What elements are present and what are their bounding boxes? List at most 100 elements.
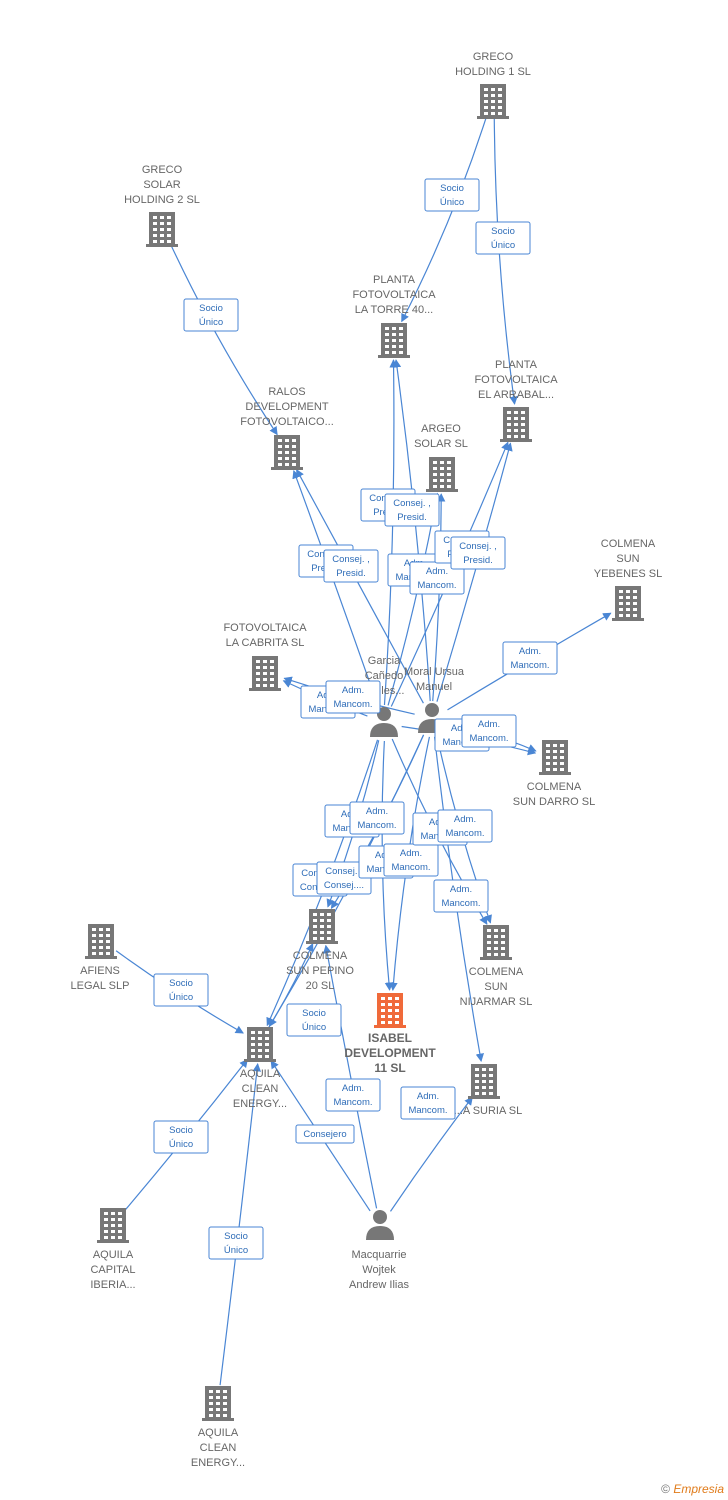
building-window <box>494 935 498 938</box>
node-ralos[interactable]: RALOSDEVELOPMENTFOTOVOLTAICO... <box>240 386 334 470</box>
node-label-line: SUN <box>484 981 507 993</box>
relation-label[interactable]: Adm.Mancom. <box>502 641 558 675</box>
node-label-line: CLEAN <box>242 1083 279 1095</box>
building-base <box>374 1025 406 1028</box>
building-window <box>111 1230 115 1233</box>
relation-label[interactable]: Adm.Mancom. <box>400 1086 456 1120</box>
building-base <box>306 941 338 944</box>
relation-label-text: Socio <box>224 1231 248 1242</box>
relation-label[interactable]: Adm.Mancom. <box>349 801 405 835</box>
building-window <box>482 1080 486 1083</box>
building-base <box>539 772 571 775</box>
building-window <box>92 940 96 943</box>
building-window <box>327 931 331 934</box>
building-window <box>106 934 110 937</box>
building-window <box>320 919 324 922</box>
building-window <box>498 88 502 91</box>
relation-label[interactable]: Consej. ,Presid. <box>323 549 379 583</box>
relation-label-text: Mancom. <box>391 862 430 873</box>
person-head <box>373 1210 387 1224</box>
building-window <box>560 756 564 759</box>
building-window <box>153 234 157 237</box>
building-window <box>153 240 157 243</box>
building-window <box>285 463 289 466</box>
building-base <box>378 355 410 358</box>
building-window <box>619 596 623 599</box>
building-window <box>626 590 630 593</box>
building-window <box>399 339 403 342</box>
building-window <box>475 1068 479 1071</box>
node-garcia[interactable]: GarciaCañedo...elles... <box>364 655 405 737</box>
relation-label[interactable]: Adm.Mancom. <box>325 1078 381 1112</box>
building-window <box>265 1037 269 1040</box>
node-label-line: NIJARMAR SL <box>460 996 533 1008</box>
relation-label[interactable]: Adm.Mancom. <box>461 714 517 748</box>
building-window <box>494 929 498 932</box>
building-window <box>381 1015 385 1018</box>
building-window <box>507 417 511 420</box>
building-window <box>256 660 260 663</box>
node-label-line: YEBENES SL <box>594 568 662 580</box>
building-window <box>514 411 518 414</box>
relation-label[interactable]: Adm.Mancom. <box>409 561 465 595</box>
building-window <box>507 423 511 426</box>
building-base <box>249 688 281 691</box>
relation-label-text: Adm. <box>478 719 500 730</box>
relation-label[interactable]: Adm.Mancom. <box>383 843 439 877</box>
relation-label-text: Presid. <box>463 555 493 566</box>
building-window <box>491 112 495 115</box>
relation-label-text: Mancom. <box>510 660 549 671</box>
building-window <box>258 1049 262 1052</box>
relation-label[interactable]: Adm.Mancom. <box>325 680 381 714</box>
building-window <box>395 997 399 1000</box>
building-window <box>111 1212 115 1215</box>
building-window <box>265 1055 269 1058</box>
building-window <box>104 1218 108 1221</box>
building-window <box>484 94 488 97</box>
relation-label[interactable]: Adm. Mancom. <box>437 809 493 843</box>
relation-label[interactable]: Consej. ,Presid. <box>450 536 506 570</box>
building-window <box>388 1003 392 1006</box>
node-aquila2[interactable]: AQUILACLEANENERGY... <box>191 1386 245 1469</box>
node-label-line: 11 SL <box>374 1061 405 1075</box>
relation-label[interactable]: Consej. ,Consej.... <box>316 861 372 895</box>
relation-label-box <box>325 680 381 714</box>
building-window <box>494 947 498 950</box>
building-window <box>313 913 317 916</box>
relation-label-text: Mancom. <box>445 828 484 839</box>
relation-label[interactable]: Consej. ,Presid. <box>384 493 440 527</box>
node-capital[interactable]: AQUILACAPITALIBERIA... <box>90 1208 136 1291</box>
building-window <box>489 1068 493 1071</box>
relation-label-text: Único <box>302 1022 326 1033</box>
relation-label-text: Adm. <box>426 566 448 577</box>
relation-label[interactable]: Consejero <box>295 1124 355 1144</box>
relation-label-text: Adm. <box>454 814 476 825</box>
relation-label[interactable]: Adm.Mancom. <box>433 879 489 913</box>
node-suria[interactable]: ...A SURIA SL <box>454 1064 522 1117</box>
relation-label-box <box>325 1078 381 1112</box>
building-window <box>92 952 96 955</box>
building-window <box>381 1021 385 1024</box>
node-aquila1[interactable]: AQUILACLEANENERGY... <box>233 1027 287 1110</box>
node-label-line: ARGEO <box>421 423 461 435</box>
